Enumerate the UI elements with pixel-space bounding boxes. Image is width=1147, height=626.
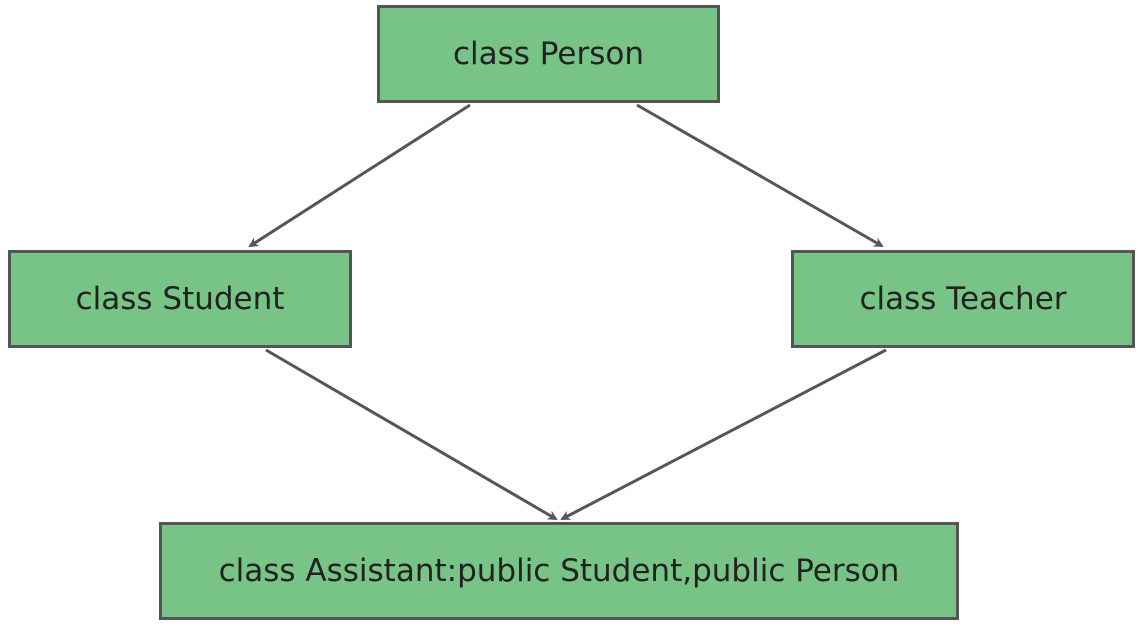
node-class-assistant: class Assistant:public Student,public Pe… — [159, 522, 959, 620]
node-class-person: class Person — [377, 5, 720, 103]
edge-student-to-assistant — [265, 348, 558, 521]
node-label: class Teacher — [859, 281, 1067, 317]
node-label: class Student — [75, 281, 285, 317]
node-class-student: class Student — [8, 250, 352, 348]
node-class-teacher: class Teacher — [791, 250, 1135, 348]
edge-person-to-student — [248, 103, 471, 248]
edge-teacher-to-assistant — [560, 348, 887, 521]
node-label: class Assistant:public Student,public Pe… — [218, 553, 900, 589]
edge-person-to-teacher — [636, 103, 884, 248]
node-label: class Person — [453, 36, 644, 72]
